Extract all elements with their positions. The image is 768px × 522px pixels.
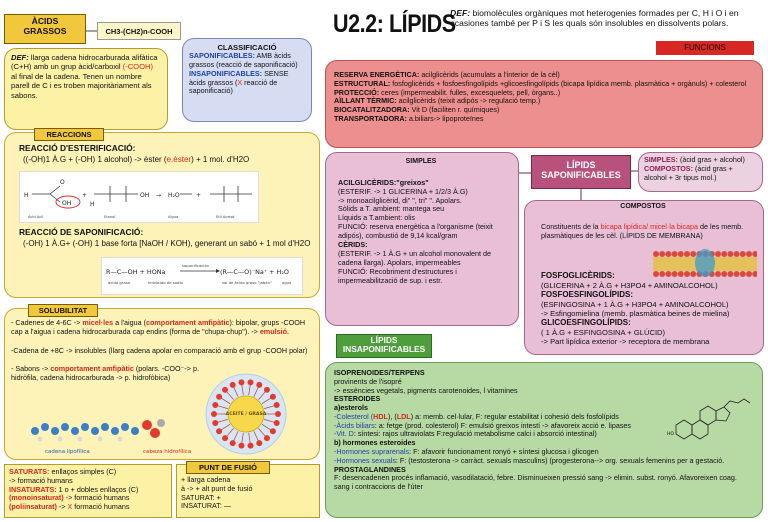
svg-text:→: → <box>156 192 161 199</box>
img-label: Etanol <box>104 215 115 219</box>
funcions-box: RESERVA ENERGÈTICA: acilglicèrids (acumu… <box>325 60 763 148</box>
img-label: saponificación <box>182 263 210 268</box>
soap-molecule-drawing: cadena lipofílica cabeza hidrofílica <box>31 419 191 455</box>
connector-line <box>631 170 638 172</box>
compostos-intro: Constituents de la bicapa lipídica/ mice… <box>541 222 744 240</box>
saponification-diagram: R—C—OH + HONa (R—C—O)⁻Na⁺ + H₂O àcido gr… <box>101 257 303 295</box>
molecule-label: cadena lipofílica <box>45 448 90 455</box>
solubilitat-p3: - Sabons -> comportament amfipàtic (pola… <box>11 364 199 383</box>
cerid-line: FUNCIÓ: Recobriment d'estructures i impe… <box>338 266 457 285</box>
simples-compostos-definition: SIMPLES: (àcid gras + alcohol) COMPOSTOS… <box>638 152 763 192</box>
punt-fusio-tag: PUNT DE FUSIÓ <box>186 461 270 474</box>
svg-text:H: H <box>90 201 95 208</box>
acilglicerid-line: (ESTERIF. -> 1 GLICERINA + 1/2/3 À.G) <box>338 186 468 196</box>
funcio-item: PROTECCIÓ: ceres (impermeabilit. fulles,… <box>334 87 561 97</box>
svg-text:H: H <box>24 192 29 199</box>
funcio-item: ESTRUCTURAL: fosfoglicèrids + fosfoesfin… <box>334 78 747 88</box>
funcio-item: RESERVA ENERGÈTICA: acilglicèrids (acumu… <box>334 70 560 79</box>
saponificacio-equation: (-OH) 1 À.G+ (-OH) 1 base forta [NaOH / … <box>23 239 311 248</box>
svg-text:(R—C—O)⁻Na⁺ + H₂O: (R—C—O)⁻Na⁺ + H₂O <box>220 268 289 276</box>
insaponificables-box: ISOPRENOIDES/TERPENS provinents de l'iso… <box>325 362 763 518</box>
svg-text:H₂O: H₂O <box>168 192 180 199</box>
svg-text:OH: OH <box>62 200 71 207</box>
acid-definition: DEF: llarga cadena hidrocarburada alifàt… <box>4 48 168 130</box>
acilglicerids-list: (ESTERIF. -> 1 GLICERINA + 1/2/3 À.G)-> … <box>338 186 510 241</box>
micelle-label: ACEITE / GRASA <box>226 411 267 417</box>
esterificacio-title: REACCIÓ D'ESTERIFICACIÓ: <box>19 143 136 153</box>
funcio-item: TRANSPORTADORA: a.biliars-> lipoproteïne… <box>334 113 484 123</box>
classificacio-box: CLASSIFICACIÓ SAPONIFICABLES: AMB àcids … <box>182 38 312 122</box>
membrane-bilayer-drawing <box>653 249 757 277</box>
connector-line <box>580 189 582 200</box>
solubilitat-p1: - Cadenes de 4-6C -> micel·les a l'aigua… <box>11 318 306 336</box>
solubilitat-tag: SOLUBILITAT <box>28 304 98 317</box>
funcions-list: RESERVA ENERGÈTICA: acilglicèrids (acumu… <box>334 70 754 124</box>
funcio-item: AÏLLANT TÈRMIC: acilglicèrids (teixit ad… <box>334 96 541 106</box>
connector-line <box>86 30 98 32</box>
acilglicerid-line: Sòlids a T. ambient: mantega seu <box>338 204 445 214</box>
svg-text:+: + <box>82 192 87 199</box>
acilglicerid-line: FUNCIÓ: reserva energètica a l'organisme… <box>338 221 493 240</box>
img-label: Aigua <box>168 215 178 219</box>
img-label: hidróxido de sodio <box>148 280 184 285</box>
funcions-tag: FUNCIONS <box>656 41 754 55</box>
img-label: Etil Acetat <box>216 215 235 219</box>
cerids-list: (ESTERIF. -> 1 À.G + un alcohol monovale… <box>338 249 510 285</box>
solubilitat-box: - Cadenes de 4-6C -> micel·les a l'aigua… <box>4 308 320 460</box>
esterificacio-equation: ((-OH)1 À.G + (-OH) 1 alcohol) -> èster … <box>23 155 250 164</box>
compostos-details: FOSFOGLICÈRIDS: (GLICERINA + 2 À.G + H3P… <box>541 271 730 347</box>
acid-formula: CH3-(CH2)n-COOH <box>97 22 181 40</box>
solubilitat-p2: -Cadena de +8C -> insolubles (llarg cade… <box>11 345 308 355</box>
compostos-box: Constituents de la bicapa lipídica/ mice… <box>524 200 764 355</box>
cerid-line: (ESTERIF. -> 1 À.G + un alcohol monovale… <box>338 249 492 268</box>
acilglicerid-line: -> monoacilglicèrid, di" ", tri" ". Apol… <box>338 195 462 205</box>
img-label: sal de ácido graso "jabón" <box>222 280 272 285</box>
molecule-label: cabeza hidrofílica <box>143 448 191 455</box>
steroid-structure-drawing: HO <box>667 398 751 440</box>
micelle-drawing: ACEITE / GRASA <box>205 373 287 455</box>
page-title: U2.2: LÍPIDS <box>333 10 456 38</box>
micelle-heads <box>211 379 281 449</box>
simples-box: ACILGLICÈRIDS:"greixos" (ESTERIF. -> 1 G… <box>325 152 519 326</box>
saponificacio-title: REACCIÓ DE SAPONIFICACIÓ: <box>19 227 144 237</box>
svg-text:HO: HO <box>667 431 674 437</box>
acilglicerid-line: Líquids a T.ambient: olis <box>338 213 415 223</box>
reaccions-box: REACCIÓ D'ESTERIFICACIÓ: ((-OH)1 À.G + (… <box>4 132 320 298</box>
funcio-item: BIOCATALITZADORA: Vit D (faciliten r. qu… <box>334 105 500 115</box>
img-label: Àcid Acil <box>28 214 43 219</box>
img-label: agua <box>282 280 291 285</box>
img-label: àcido graso <box>108 280 131 285</box>
header-definition: DEF: biomolècules orgàniques mot heterog… <box>450 8 739 29</box>
lipids-saponificables-title: LÍPIDS SAPONIFICABLES <box>531 155 631 189</box>
membrane-heads <box>653 271 757 277</box>
saturats-box: SATURATS: enllaços simples (C) -> formac… <box>4 464 172 518</box>
reaccions-tag: REACCIONS <box>34 128 104 141</box>
compostos-tag: COMPOSTOS <box>620 203 666 210</box>
simples-tag: SIMPLES <box>386 158 456 165</box>
acilglicerids-section: ACILGLICÈRIDS:"greixos" (ESTERIF. -> 1 G… <box>338 178 510 285</box>
acids-grassos-title: ÀCIDS GRASSOS <box>4 14 86 44</box>
lipids-insaponificables-title: LÍPIDS INSAPONIFICABLES <box>336 334 432 358</box>
svg-text:O: O <box>60 179 65 186</box>
svg-text:R—C—OH + HONa: R—C—OH + HONa <box>106 268 166 276</box>
svg-text:+: + <box>196 192 201 199</box>
svg-text:OH: OH <box>140 192 149 199</box>
connector-line <box>519 172 531 174</box>
